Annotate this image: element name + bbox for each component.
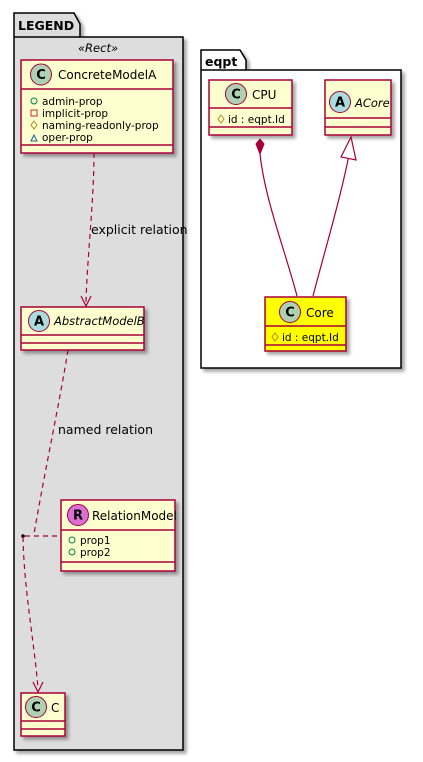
protected-visibility-icon [271,332,279,342]
inheritance-link [312,135,357,297]
abstract-class-a-icon [329,91,351,113]
class-c-icon [225,83,247,105]
class-c-icon [279,301,301,323]
class-acore[interactable]: A ACore [324,79,392,136]
attribute: implicit-prop [42,108,108,120]
legend-stereotype: «Rect» [78,41,118,55]
protected-visibility-icon [217,114,225,124]
eqpt-package-title: eqpt [205,54,237,69]
attribute: oper-prop [42,132,93,144]
attribute: admin-prop [42,96,103,108]
svg-text:C: C [231,88,241,103]
relation-r-icon [67,504,89,526]
public-visibility-icon [30,97,38,105]
private-visibility-icon [30,109,38,117]
attribute: id : eqpt.Id [228,114,285,126]
named-relation-label: named relation [58,422,153,437]
class-c-icon [25,696,47,718]
svg-text:C: C [36,68,46,83]
class-name: ACore [354,96,390,110]
svg-text:A: A [335,96,345,111]
class-name: Core [306,306,334,320]
svg-text:C: C [285,306,295,321]
explicit-relation-label: explicit relation [91,222,188,237]
public-visibility-icon [68,536,76,544]
inheritance-arrowhead-icon [340,135,357,161]
protected-visibility-icon [30,120,38,130]
class-name: AbstractModelB [53,314,145,328]
class-concrete-model-a[interactable]: C ConcreteModelA admin-prop implicit-pro… [20,59,174,154]
explicit-relation-arrow: explicit relation [80,152,188,308]
class-core[interactable]: C Core id : eqpt.Id [264,296,347,352]
composition-link [255,138,298,297]
attribute: naming-readonly-prop [42,120,159,132]
class-name: ConcreteModelA [58,68,157,82]
svg-text:C: C [31,701,41,716]
class-relation-model[interactable]: R RelationModel prop1 prop2 [60,499,177,572]
svg-text:R: R [73,509,83,524]
class-name: RelationModel [92,509,177,523]
legend-package-title: LEGEND [18,18,74,33]
class-abstract-model-b[interactable]: A AbstractModelB [20,306,145,351]
class-c[interactable]: C C [20,692,66,737]
class-cpu[interactable]: C CPU id : eqpt.Id [208,79,293,136]
class-name: CPU [252,88,276,102]
class-c-icon [30,63,52,86]
public-visibility-icon [68,548,76,556]
svg-text:A: A [34,315,44,330]
attribute: id : eqpt.Id [282,332,339,344]
attribute: prop2 [80,547,111,559]
class-name: C [51,701,59,715]
abstract-class-a-icon [28,310,50,332]
package-visibility-icon [30,133,38,142]
named-relation-arrow: named relation [21,349,153,694]
attribute: prop1 [80,535,111,547]
